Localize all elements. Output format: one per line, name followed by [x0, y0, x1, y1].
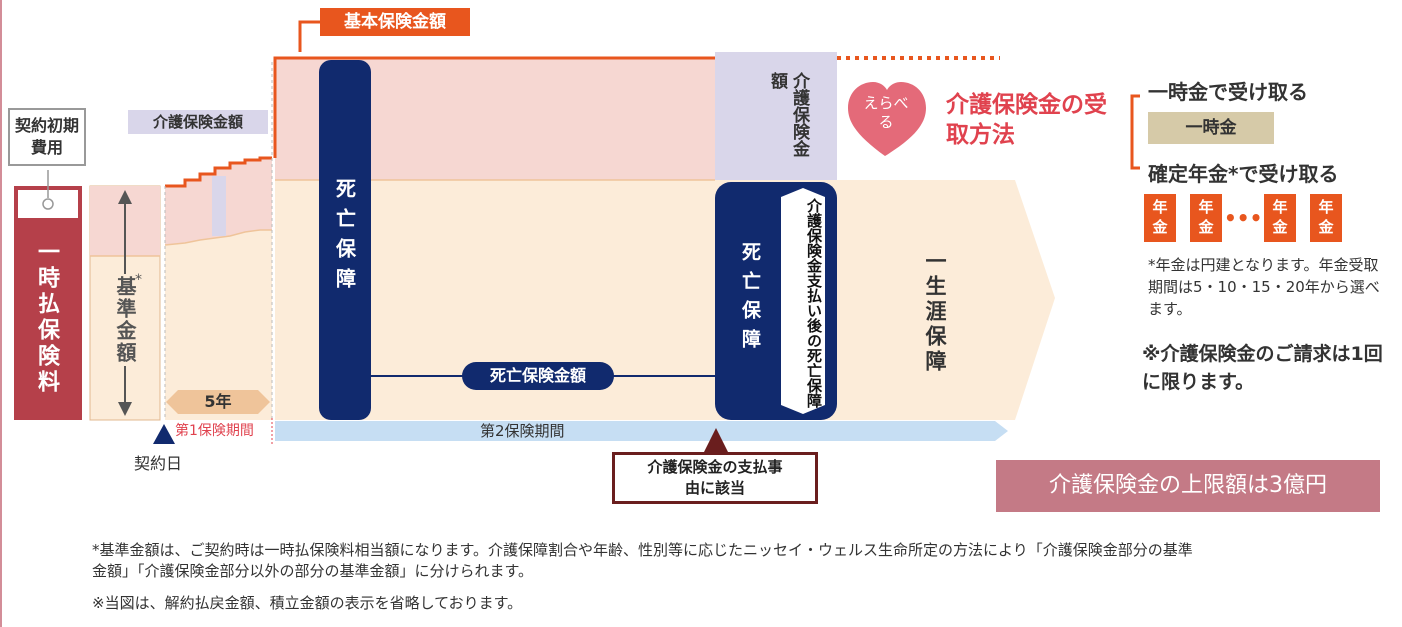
annuity-box: 年金 [1310, 194, 1342, 242]
death-benefit-pill-2: 死亡保障 介護保険金支払い後の死亡保障 [715, 182, 837, 420]
period1-bg [165, 421, 273, 441]
care-amount-block [715, 52, 837, 180]
footnote-2: ※当図は、解約払戻金額、積立金額の表示を省略しております。 [92, 592, 522, 613]
footnote-1: *基準金額は、ご契約時は一時払保険料相当額になります。介護保障割合や年齢、性別等… [92, 540, 1202, 582]
option-bracket [1130, 94, 1140, 170]
contract-date-text: 契約日 [134, 454, 183, 473]
heart-text: えらべる [863, 94, 909, 131]
lifetime-text: 一生涯保障 [923, 250, 947, 375]
arrow-down-head [118, 402, 132, 416]
post-care-death-shape: 介護保険金支払い後の死亡保障 [781, 188, 825, 414]
death-benefit-text: 死亡保障 [332, 178, 357, 298]
limit-text: 介護保険金の上限額は3億円 [1049, 473, 1327, 498]
footnote-1-text: *基準金額は、ご契約時は一時払保険料相当額になります。介護保障割合や年齢、性別等… [92, 541, 1193, 580]
tag-connector [298, 20, 320, 52]
period1-label: 第1保険期間 [175, 422, 254, 440]
event-box: 介護保険金の支払事由に該当 [612, 452, 818, 504]
death-benefit-2-text: 死亡保障 [739, 242, 761, 358]
receive-title: 介護保険金の受取方法 [946, 90, 1114, 150]
care-amount-tag: 介護保険金額 [128, 110, 268, 134]
years-label: 5年 [178, 390, 258, 414]
lump-sum-text: 一時金 [1185, 118, 1237, 138]
care-amount-tag-text: 介護保険金額 [152, 113, 243, 131]
initial-cost-text: 契約初期費用 [14, 116, 79, 157]
annuity-box: 年金 [1144, 194, 1176, 242]
annuity-ellipsis: ••• [1224, 206, 1262, 230]
receive-title-text: 介護保険金の受取方法 [946, 92, 1107, 148]
option-lump-sum: 一時金で受け取る [1148, 76, 1308, 105]
period2-label: 第2保険期間 [480, 422, 565, 440]
period2-text: 第2保険期間 [480, 422, 565, 440]
footnote-2-text: ※当図は、解約払戻金額、積立金額の表示を省略しております。 [92, 594, 523, 612]
contract-date-label: 契約日 [134, 450, 182, 474]
heart-shape [848, 82, 926, 156]
annuity-box: 年金 [1264, 194, 1296, 242]
initial-cost-label: 契約初期費用 [8, 108, 86, 166]
care-indicator-bar [212, 176, 226, 236]
contract-date-marker [153, 424, 175, 444]
annuity-box-text: 年金 [1272, 198, 1288, 236]
lump-sum-box: 一時金 [1148, 112, 1274, 144]
standard-amount-asterisk: * [135, 272, 142, 288]
years-text: 5年 [204, 392, 232, 411]
cost-connector-dot [42, 198, 54, 210]
option-annuity: 確定年金*で受け取る [1148, 158, 1338, 187]
lifetime-arrow-area [275, 180, 1055, 420]
standard-amount-label: 基準金額 [111, 274, 140, 366]
option2-text: 確定年金*で受け取る [1148, 162, 1339, 186]
post-care-death-text: 介護保険金支払い後の死亡保障 [805, 198, 823, 408]
asterisk-text: * [135, 272, 142, 288]
death-benefit-pill: 死亡保障 [319, 60, 371, 420]
phase1-boundary [164, 229, 272, 246]
death-amount-label: 死亡保険金額 [462, 362, 614, 390]
annuity-box-text: 年金 [1152, 198, 1168, 236]
phase1-step-line [165, 156, 272, 188]
premium-bar [14, 186, 82, 420]
care-amount-vertical: 介護保険金額 [750, 72, 810, 170]
period2-arrow [275, 421, 1008, 441]
base-amount-tag: 基本保険金額 [320, 8, 470, 36]
annuity-box-text: 年金 [1198, 198, 1214, 236]
event-marker [704, 428, 728, 452]
years-tag-shape [166, 390, 270, 414]
left-border [0, 0, 2, 627]
event-text: 介護保険金の支払事由に該当 [647, 458, 783, 497]
annuity-box-text: 年金 [1318, 198, 1334, 236]
ellipsis-text: ••• [1224, 206, 1263, 230]
base-amount-tag-text: 基本保険金額 [344, 12, 446, 32]
base-amount-line [273, 56, 715, 158]
arrow-up-head [118, 190, 132, 204]
claim-note-text: ※介護保険金のご請求は1回に限ります。 [1142, 343, 1383, 393]
heart-label: えらべる [862, 94, 910, 132]
premium-label: 一時払保険料 [30, 240, 62, 410]
annuity-note: *年金は円建となります。年金受取期間は5・10・15・20年から選べます。 [1148, 254, 1388, 320]
claim-note: ※介護保険金のご請求は1回に限ります。 [1142, 340, 1392, 396]
standard-amount-text: 基準金額 [113, 276, 137, 364]
option1-text: 一時金で受け取る [1148, 80, 1308, 104]
lifetime-label: 一生涯保障 [920, 250, 950, 375]
limit-banner: 介護保険金の上限額は3億円 [996, 460, 1380, 512]
care-amount-vertical-text: 介護保険金額 [767, 72, 809, 157]
premium-text: 一時払保険料 [34, 240, 59, 396]
annuity-note-text: *年金は円建となります。年金受取期間は5・10・15・20年から選べます。 [1148, 256, 1380, 318]
death-amount-text: 死亡保険金額 [489, 366, 586, 385]
annuity-box: 年金 [1190, 194, 1222, 242]
period1-text: 第1保険期間 [175, 423, 254, 439]
